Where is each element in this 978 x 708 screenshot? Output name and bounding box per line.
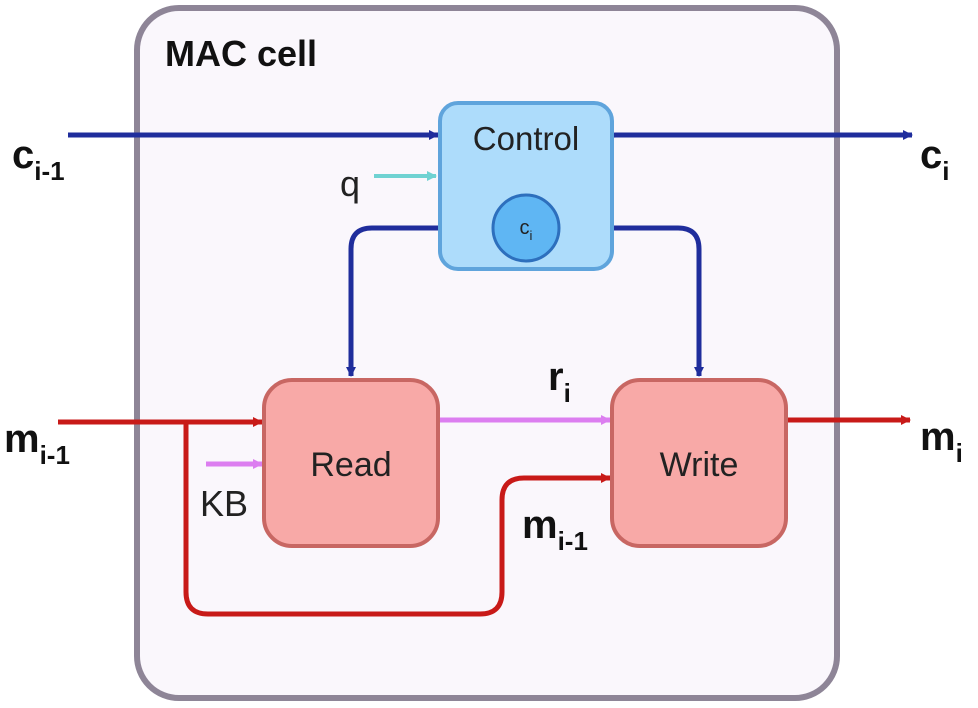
control-out-label: ci [920, 133, 949, 186]
kb-label: KB [200, 483, 248, 524]
control-state-label: ci [520, 217, 533, 243]
control-prev-label: ci-1 [12, 133, 65, 186]
memory-out-label: mi [920, 415, 963, 468]
read-label: Read [310, 446, 391, 484]
memory-skip-arrow [183, 422, 611, 617]
memory-skip-label: mi-1 [522, 503, 588, 556]
question-label: q [340, 163, 360, 204]
write-label: Write [660, 446, 739, 484]
retrieved-label: ri [548, 355, 571, 408]
control-module: Control ci [438, 101, 614, 271]
control-to-read-arrow [346, 225, 492, 377]
mac-cell-title: MAC cell [165, 33, 317, 74]
memory-prev-label: mi-1 [4, 417, 70, 470]
control-to-write-arrow [560, 225, 704, 377]
write-module: Write [610, 378, 788, 548]
read-module: Read [262, 378, 440, 548]
control-state-circle [491, 193, 561, 263]
control-label: Control [473, 120, 579, 157]
